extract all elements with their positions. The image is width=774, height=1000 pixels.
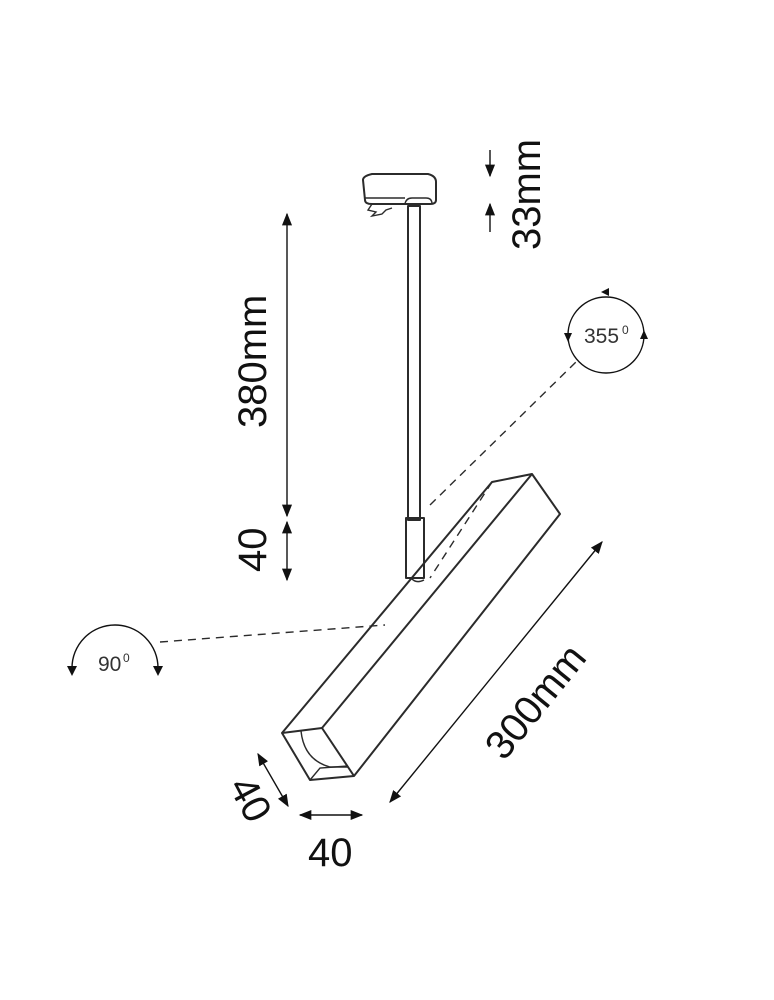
rotation-leader-left xyxy=(159,624,386,643)
track-adapter xyxy=(362,173,437,218)
dimension-body-depth: 40 xyxy=(220,752,289,830)
dimension-adapter-height: 33mm xyxy=(484,139,549,250)
tilt-90-indicator: 90 0 xyxy=(67,624,163,676)
rotation-leader-top xyxy=(429,359,579,506)
rod-length-label: 380mm xyxy=(231,295,275,428)
rotation-arrow-icon xyxy=(601,288,609,296)
dimension-body-width: 40 xyxy=(298,809,364,875)
rotation-arrow-icon xyxy=(640,330,648,339)
rotation-arrow-icon xyxy=(564,333,572,342)
adapter-height-label: 33mm xyxy=(505,139,549,250)
tilt-90-value: 90 xyxy=(98,653,121,676)
tilt-90-degree: 0 xyxy=(123,651,130,665)
body-length-label: 300mm xyxy=(477,636,595,767)
tilt-arrow-icon xyxy=(67,666,77,676)
rotation-355-degree: 0 xyxy=(622,323,629,337)
body-width-label: 40 xyxy=(308,831,353,875)
suspension-rod xyxy=(405,205,425,583)
rotation-355-value: 355 xyxy=(584,325,619,348)
dimension-joint-length: 40 xyxy=(231,520,293,582)
tilt-arrow-icon xyxy=(153,666,163,676)
rotation-355-indicator: 355 0 xyxy=(564,288,648,374)
joint-length-label: 40 xyxy=(231,528,275,573)
dimension-rod-length: 380mm xyxy=(231,212,293,518)
body-depth-label: 40 xyxy=(220,770,280,830)
